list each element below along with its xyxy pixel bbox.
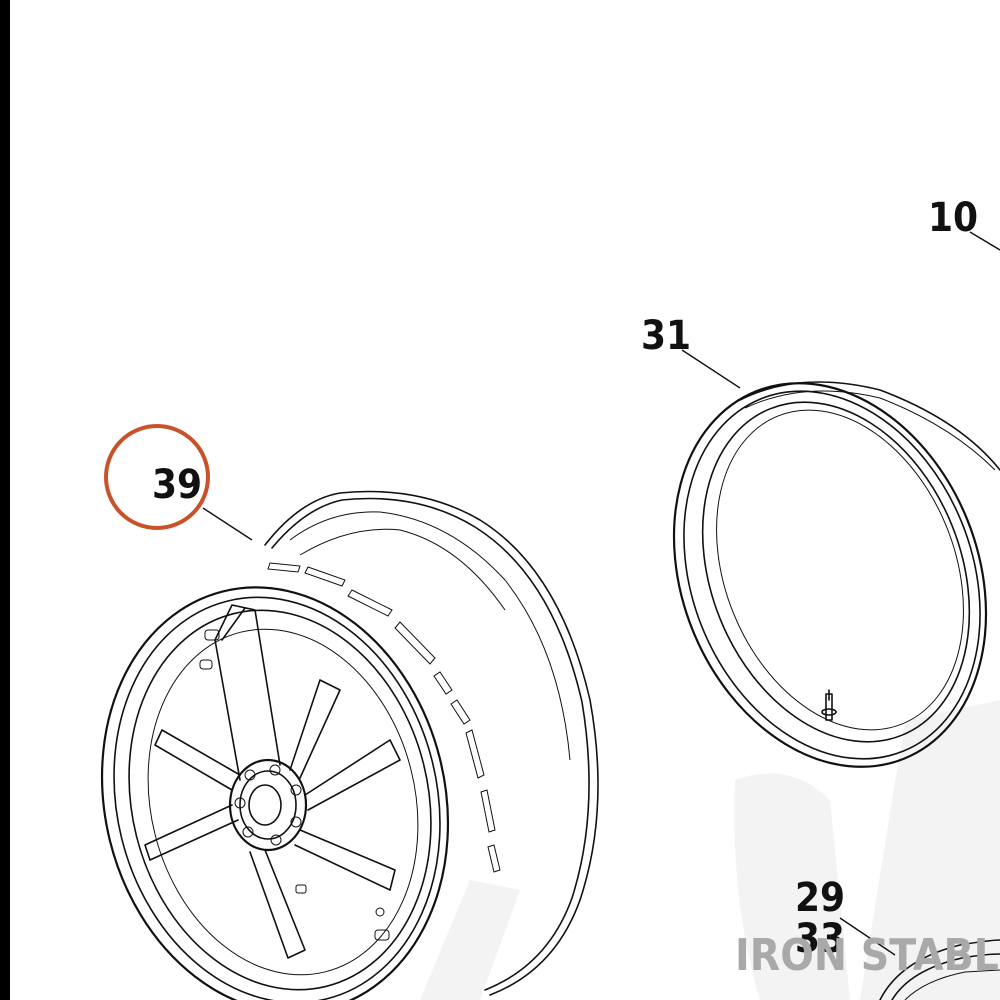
leader-line-29-33 [839,917,896,956]
hub-part-29-33 [879,939,1000,1000]
watermark-background-shapes [420,700,1000,1000]
callout-39[interactable]: 39 [152,462,202,508]
watermark-text: IRON STABLE [735,930,1000,981]
rim-inner-details [199,629,390,941]
rim-band-part-31[interactable] [619,336,1000,814]
leader-line-10 [969,231,1000,251]
wheel-part-39[interactable] [58,490,599,1000]
rim-slots [267,562,501,873]
left-border [0,0,10,1000]
valve-stem [821,689,837,721]
hub-bolt-holes [234,764,302,846]
leader-line-39 [202,507,253,541]
callout-39-highlight-circle [104,424,210,530]
wheel-spokes [144,604,401,959]
callout-31[interactable]: 31 [641,313,691,359]
callout-33[interactable]: 33 [795,916,845,962]
leader-line-31 [681,349,741,389]
callout-10[interactable]: 10 [928,195,978,241]
leader-lines [202,231,1000,956]
callout-29[interactable]: 29 [795,875,845,921]
